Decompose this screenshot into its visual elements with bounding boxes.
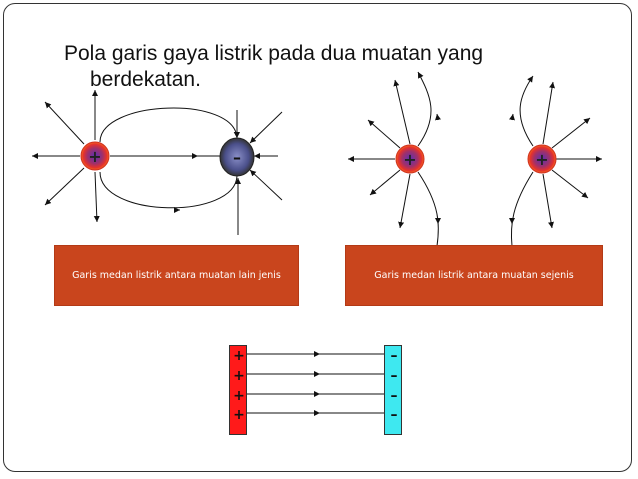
positive-charge-right-a: + bbox=[395, 144, 425, 174]
plate-field-lines bbox=[247, 351, 384, 416]
charge-sign-right-b: + bbox=[535, 150, 548, 169]
plus-sign: + bbox=[233, 388, 245, 404]
negative-plate: – – – – bbox=[384, 345, 402, 435]
charge-sign-left-pos: + bbox=[88, 147, 101, 166]
slide-title: Pola garis gaya listrik pada dua muatan … bbox=[64, 41, 604, 93]
caption-left-text: Garis medan listrik antara muatan lain j… bbox=[72, 270, 281, 281]
positive-plate: + + + + bbox=[229, 345, 247, 435]
charge-sign-right-a: + bbox=[403, 150, 416, 169]
positive-charge-right-b: + bbox=[527, 144, 557, 174]
positive-charge-left: + bbox=[80, 141, 110, 171]
minus-sign: – bbox=[390, 388, 398, 404]
caption-opposite-charges: Garis medan listrik antara muatan lain j… bbox=[54, 245, 299, 306]
like-charges-field bbox=[348, 71, 602, 247]
negative-charge-left: – bbox=[219, 137, 255, 177]
caption-right-text: Garis medan listrik antara muatan sejeni… bbox=[374, 270, 574, 281]
charge-sign-left-neg: – bbox=[233, 148, 241, 167]
plus-sign: + bbox=[233, 407, 245, 423]
plus-sign: + bbox=[233, 368, 245, 384]
minus-sign: – bbox=[390, 368, 398, 384]
minus-sign: – bbox=[390, 407, 398, 423]
title-line-2: berdekatan. bbox=[90, 68, 201, 91]
opposite-charges-field bbox=[32, 90, 283, 235]
plus-sign: + bbox=[233, 348, 245, 364]
title-line-1: Pola garis gaya listrik pada dua muatan … bbox=[64, 42, 484, 65]
minus-sign: – bbox=[390, 348, 398, 364]
caption-like-charges: Garis medan listrik antara muatan sejeni… bbox=[345, 245, 603, 306]
